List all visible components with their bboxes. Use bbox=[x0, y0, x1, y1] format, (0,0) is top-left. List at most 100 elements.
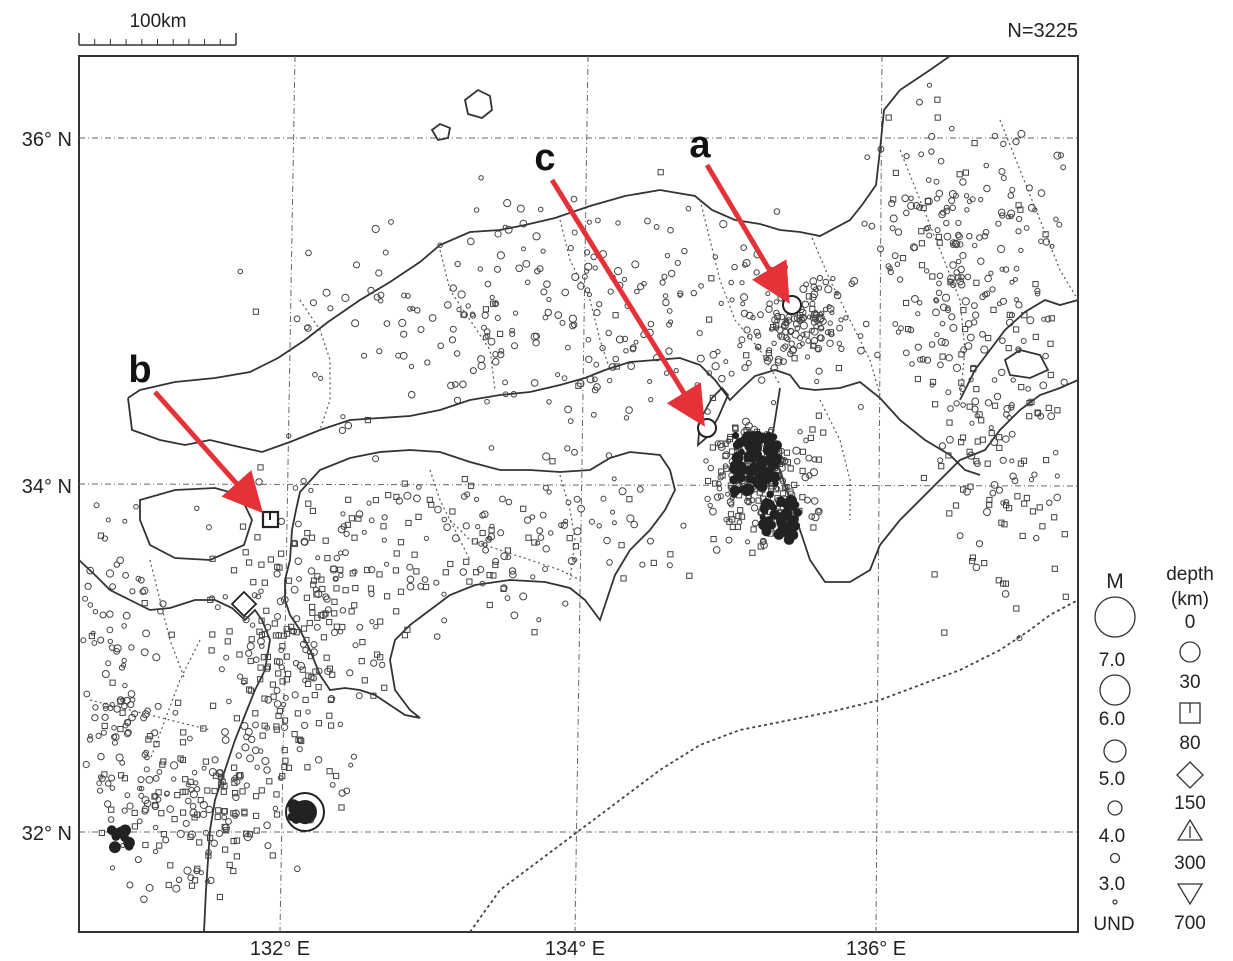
epicenter-circle bbox=[460, 493, 468, 500]
epicenter-circle bbox=[378, 298, 384, 304]
epicenter-square bbox=[781, 484, 789, 491]
epicenter-circle bbox=[1003, 411, 1010, 418]
epicenter-circle bbox=[971, 319, 978, 326]
epicenter-circle bbox=[453, 396, 462, 404]
epicenter-circle bbox=[637, 283, 645, 291]
epicenter-square bbox=[973, 386, 980, 393]
epicenter-square bbox=[275, 670, 282, 677]
epicenter-circle bbox=[313, 623, 321, 631]
epicenter-square bbox=[1018, 384, 1025, 391]
epicenter-circle bbox=[353, 261, 360, 269]
epicenter-circle bbox=[564, 405, 572, 414]
epicenter-circle bbox=[302, 677, 308, 684]
epicenter-square bbox=[729, 523, 736, 531]
epicenter-circle bbox=[1031, 471, 1038, 478]
epicenter-circle bbox=[157, 607, 164, 615]
epicenter-square bbox=[204, 787, 211, 794]
epicenter-circle bbox=[909, 361, 915, 367]
epicenter-circle bbox=[454, 260, 461, 268]
epicenter-circle bbox=[444, 301, 452, 309]
epicenter-square bbox=[304, 530, 311, 537]
epicenter-square bbox=[376, 571, 383, 578]
epicenter-circle bbox=[296, 576, 302, 582]
epicenter-circle bbox=[337, 628, 344, 635]
epicenter-square bbox=[217, 781, 225, 788]
epicenter-square bbox=[1021, 312, 1028, 319]
epicenter-square bbox=[180, 809, 187, 816]
epicenter-circle bbox=[199, 810, 208, 819]
epicenter-square bbox=[274, 563, 281, 570]
epicenter-square bbox=[264, 663, 271, 670]
epicenter-circle bbox=[477, 361, 486, 370]
epicenter-circle bbox=[246, 642, 255, 651]
oki-island bbox=[464, 88, 493, 119]
lon-132-label: 132° E bbox=[250, 938, 310, 960]
epicenter-circle bbox=[763, 355, 770, 362]
epicenter-circle bbox=[668, 269, 676, 278]
epicenter-circle bbox=[350, 753, 357, 760]
epicenter-circle bbox=[949, 323, 958, 332]
epicenter-square bbox=[304, 764, 311, 771]
epicenter-circle bbox=[644, 217, 651, 225]
epicenter-square bbox=[232, 790, 239, 797]
epicenter-circle bbox=[121, 807, 128, 814]
epicenter-circle bbox=[783, 334, 790, 341]
epicenter-circle bbox=[1053, 151, 1062, 160]
epicenter-circle bbox=[373, 293, 381, 301]
epicenter-circle bbox=[373, 623, 379, 630]
epicenter-square bbox=[566, 535, 573, 542]
epicenter-square bbox=[326, 665, 333, 672]
epicenter-circle bbox=[716, 485, 723, 492]
epicenter-square bbox=[520, 505, 527, 512]
epicenter-circle bbox=[737, 343, 743, 349]
epicenter-circle bbox=[765, 291, 771, 297]
epicenter-circle bbox=[274, 613, 281, 620]
epicenter-square bbox=[1039, 523, 1046, 530]
epicenter-square bbox=[723, 465, 730, 472]
latitude-labels: 36° N 34° N 32° N bbox=[22, 129, 72, 845]
epicenter-square bbox=[348, 515, 355, 522]
epicenter-circle bbox=[979, 293, 986, 301]
epicenter-circle bbox=[680, 522, 687, 529]
epicenter-circle bbox=[809, 293, 817, 301]
epicenter-circle bbox=[950, 282, 957, 289]
epicenter-square bbox=[283, 625, 290, 633]
epicenter-circle bbox=[310, 648, 318, 656]
epicenter-circle bbox=[108, 774, 116, 782]
epicenter-circle bbox=[171, 776, 177, 782]
epicenter-circle bbox=[667, 319, 674, 325]
prefecture-boundaries bbox=[89, 119, 1079, 761]
epicenter-circle bbox=[97, 787, 104, 794]
epicenter-square bbox=[929, 273, 936, 280]
epicenter-square bbox=[960, 486, 967, 493]
epicenter-circle bbox=[815, 346, 821, 352]
epicenter-square bbox=[273, 723, 280, 730]
epicenter-circle bbox=[780, 263, 788, 271]
epicenter-square bbox=[303, 594, 310, 601]
epicenter-circle bbox=[225, 818, 232, 825]
epicenter-square bbox=[269, 681, 276, 688]
epicenter-square bbox=[820, 429, 827, 436]
epicenter-square bbox=[233, 837, 241, 844]
epicenter-circle bbox=[916, 98, 923, 106]
epicenter-square bbox=[799, 494, 806, 501]
epicenter-square bbox=[119, 709, 126, 716]
epicenter-circle bbox=[140, 586, 149, 595]
epicenter-circle bbox=[272, 805, 279, 812]
epicenter-square bbox=[193, 811, 201, 818]
epicenter-cluster-dot bbox=[785, 520, 797, 531]
epicenter-circle bbox=[595, 217, 601, 224]
epicenter-square bbox=[966, 403, 973, 410]
epicenter-square bbox=[309, 507, 316, 514]
epicenter-cluster-dot bbox=[772, 474, 780, 482]
epicenter-circle bbox=[383, 320, 391, 327]
epicenter-square bbox=[960, 307, 967, 314]
epicenter-square bbox=[310, 577, 318, 584]
epicenter-circle bbox=[322, 593, 330, 601]
epicenter-circle bbox=[491, 357, 500, 366]
epicenter-circle bbox=[120, 662, 127, 668]
epicenter-circle bbox=[838, 345, 845, 352]
epicenter-square bbox=[352, 585, 359, 592]
epicenter-square bbox=[236, 651, 243, 658]
epicenter-circle bbox=[799, 341, 805, 347]
